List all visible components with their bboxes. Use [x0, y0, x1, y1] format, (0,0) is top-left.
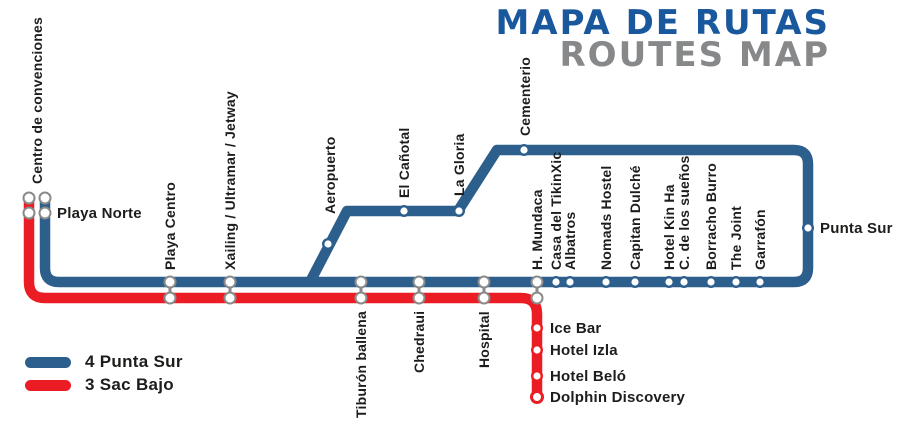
- legend-label-punta-sur: 4 Punta Sur: [85, 352, 183, 371]
- legend-label-sac-bajo: 3 Sac Bajo: [85, 375, 174, 394]
- station-marker: [678, 276, 691, 289]
- station-marker: [412, 291, 426, 305]
- station-marker: [38, 191, 52, 205]
- station-marker: [600, 276, 613, 289]
- station-label: Ice Bar: [550, 320, 602, 337]
- legend: 4 Punta Sur 3 Sac Bajo: [25, 351, 183, 397]
- station-label: Albatros: [562, 211, 578, 270]
- station-marker: [531, 344, 544, 357]
- route-line-punta-sur: [39, 144, 814, 288]
- station-marker: [322, 237, 335, 250]
- station-marker: [705, 276, 718, 289]
- station-marker: [531, 370, 544, 383]
- station-marker: [223, 291, 237, 305]
- station-label: Centro de convenciones: [29, 17, 45, 184]
- station-marker: [802, 221, 815, 234]
- legend-line-swatch-sac-bajo: [25, 379, 71, 391]
- station-label: Punta Sur: [820, 220, 893, 237]
- station-label: Playa Norte: [57, 205, 142, 222]
- station-label: Chedraui: [411, 310, 427, 373]
- station-label: H. Mundaca: [529, 189, 545, 270]
- station-label: Hotel Kin Ha: [661, 184, 677, 270]
- station-marker: [477, 291, 491, 305]
- station-marker: [223, 275, 237, 289]
- station-label: Dolphin Discovery: [550, 389, 686, 406]
- station-marker: [564, 276, 577, 289]
- legend-row-punta-sur: 4 Punta Sur: [25, 351, 183, 373]
- station-label: La Gloria: [451, 133, 467, 196]
- map-title: MAPA DE RUTAS ROUTES MAP: [495, 3, 830, 75]
- station-marker: [663, 276, 676, 289]
- station-marker: [163, 291, 177, 305]
- station-label: Garrafón: [752, 209, 768, 270]
- station-marker: [22, 191, 36, 205]
- station-marker: [518, 143, 531, 156]
- station-marker: [530, 390, 544, 404]
- station-label: Tiburón ballena: [353, 311, 369, 418]
- legend-row-sac-bajo: 3 Sac Bajo: [25, 374, 183, 396]
- station-label: C. de los sueños: [676, 155, 692, 270]
- station-marker: [412, 275, 426, 289]
- station-marker: [530, 275, 544, 289]
- station-marker: [730, 276, 743, 289]
- station-label: Capitan Dulché: [627, 165, 643, 270]
- station-marker: [22, 206, 36, 220]
- title-english: ROUTES MAP: [559, 35, 830, 75]
- route-line-sac-bajo: [23, 194, 543, 396]
- station-marker: [38, 206, 52, 220]
- station-label: Aeropuerto: [322, 136, 338, 214]
- station-label: Nomads Hostel: [598, 165, 614, 270]
- title-spanish: MAPA DE RUTAS: [495, 3, 830, 43]
- station-marker: [477, 275, 491, 289]
- station-label: El Cañotal: [396, 127, 412, 198]
- station-marker: [163, 275, 177, 289]
- station-label: Hotel Izla: [550, 342, 618, 359]
- station-marker: [354, 275, 368, 289]
- station-label: Xailing / Ultramar / Jetway: [222, 91, 238, 270]
- station-marker: [453, 204, 466, 217]
- station-label: Casa del TikinXic: [548, 151, 564, 270]
- station-label: Hotel Beló: [550, 368, 627, 385]
- legend-line-swatch-punta-sur: [25, 356, 71, 368]
- station-label: Borracho Burro: [703, 162, 719, 270]
- station-marker: [629, 276, 642, 289]
- station-marker: [530, 291, 544, 305]
- station-label: Playa Centro: [162, 182, 178, 270]
- station-label: The Joint: [728, 205, 744, 270]
- station-marker: [754, 276, 767, 289]
- station-marker: [531, 322, 544, 335]
- station-marker: [398, 204, 411, 217]
- station-marker: [354, 291, 368, 305]
- station-marker: [550, 276, 563, 289]
- station-label: Hospital: [476, 311, 492, 368]
